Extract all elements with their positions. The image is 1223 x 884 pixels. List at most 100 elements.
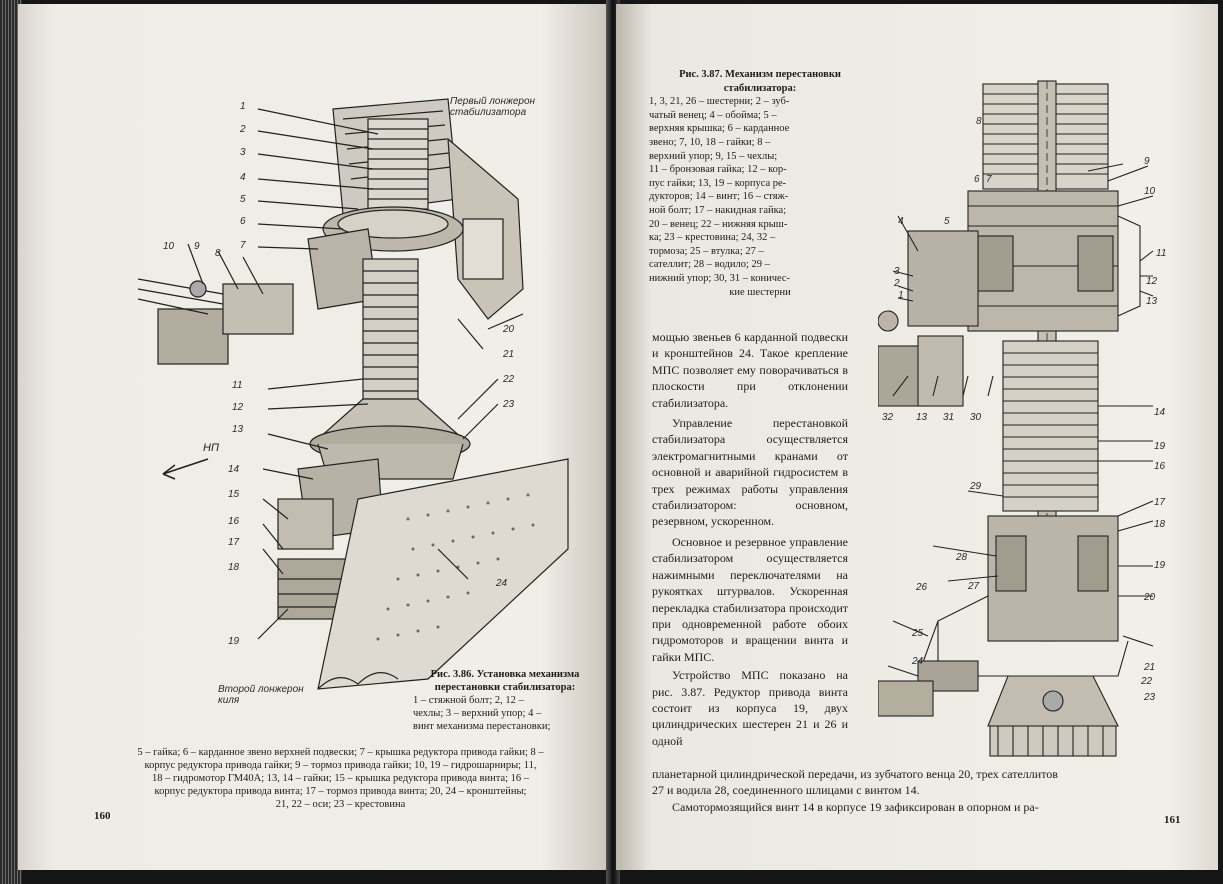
figure-3-86-drawing [137, 98, 569, 690]
callout: 15 [228, 489, 240, 500]
callout: 31 [943, 412, 955, 423]
callout: 8 [215, 248, 221, 259]
callout: 12 [232, 402, 244, 413]
callout: 13 [916, 412, 928, 423]
callout: 14 [1154, 407, 1166, 418]
callout: 20 [1144, 592, 1156, 603]
caption-line: винт механизма перестановки; [413, 721, 551, 732]
text-line: 27 и водила 28, соединенного шлицами с в… [652, 783, 920, 798]
caption-line: ка; 23 – крестовина; 24, 32 – [649, 232, 776, 244]
caption-line: 18 – гидромотор ГМ40А; 13, 14 – гайки; 1… [151, 773, 530, 784]
callout: 5 [944, 216, 950, 227]
caption-line: звено; 7, 10, 18 – гайки; 8 – [649, 136, 771, 148]
callout: 7 [986, 174, 992, 185]
paragraph: Основное и резервное управление стабилиз… [652, 534, 848, 664]
caption-line: верхний упор; 9, 15 – чехлы; [649, 150, 778, 162]
caption-line: сателлит; 28 – водило; 29 – [649, 259, 770, 271]
figure-3-87-caption: Рис. 3.87. Механизм перестановки стабили… [649, 68, 871, 299]
caption-line: чехлы; 3 – верхний упор; 4 – [413, 708, 542, 719]
callout: 2 [894, 278, 900, 289]
callout: 28 [956, 552, 968, 563]
callout: 8 [976, 116, 982, 127]
caption-line: 1 – стяжной болт; 2, 12 – [413, 695, 524, 706]
caption-title: Рис. 3.86. Установка механизма перестано… [430, 669, 580, 693]
caption-line: 21, 22 – оси; 23 – крестовина [275, 799, 406, 810]
caption-line: чатый венец; 4 – обойма; 5 – [649, 109, 777, 121]
direction-label: НП [203, 442, 219, 454]
callout: 24 [912, 656, 924, 667]
body-text-wide: планетарной цилиндрической передачи, из … [652, 766, 1182, 815]
callout: 21 [503, 349, 515, 360]
callout: 4 [240, 172, 246, 183]
callout: 2 [240, 124, 246, 135]
figure-3-86-caption: Рис. 3.86. Установка механизма перестано… [413, 668, 597, 733]
caption-line: тормоза; 25 – втулка; 27 – [649, 245, 764, 257]
caption-line: 11 – бронзовая гайка; 12 – кор- [649, 164, 787, 176]
callout: 1 [240, 101, 246, 112]
callout: 11 [1156, 248, 1167, 259]
callout: 27 [968, 581, 980, 592]
caption-line: верхняя крышка; 6 – карданное [649, 123, 790, 135]
left-page: Первый лонжерон стабилизатора Второй лон… [18, 4, 612, 870]
callout: 6 [240, 216, 246, 227]
page-stack-edge [0, 0, 22, 884]
caption-line: ной болт; 17 – накидная гайка; [649, 204, 787, 216]
callout: 23 [1144, 692, 1156, 703]
callout: 14 [228, 464, 240, 475]
paragraph: Управление перестановкой стабилизатора о… [652, 416, 848, 529]
paragraph: мощью звеньев 6 карданной подвески и кро… [652, 330, 848, 410]
callout: 9 [194, 241, 200, 252]
callout: 9 [1144, 156, 1150, 167]
caption-line: нижний упор; 30, 31 – коничес- [649, 272, 791, 284]
caption-line: корпус редуктора привода гайки; 9 – торм… [144, 760, 537, 771]
callout: 24 [496, 578, 508, 589]
callout: 19 [228, 636, 240, 647]
callout: 17 [228, 537, 240, 548]
callout: 13 [1146, 296, 1158, 307]
page-number-left: 160 [94, 810, 111, 822]
caption-line: 5 – гайка; 6 – карданное звено верхней п… [137, 747, 544, 758]
callout: 19 [1154, 560, 1166, 571]
caption-line: пус гайки; 13, 19 – корпуса ре- [649, 177, 787, 189]
caption-line: корпус редуктора привода винта; 17 – тор… [154, 786, 527, 797]
body-text-column: мощью звеньев 6 карданной подвески и кро… [652, 329, 848, 749]
callout: 22 [503, 374, 515, 385]
callout: 5 [240, 194, 246, 205]
callout: 22 [1141, 676, 1153, 687]
text-line: Самотормозящийся винт 14 в корпусе 19 за… [672, 799, 1039, 814]
paragraph: Устройство МПС показано на рис. 3.87. Ре… [652, 668, 848, 748]
callout: 1 [898, 290, 904, 301]
callout: 21 [1144, 662, 1156, 673]
callout: 18 [1154, 519, 1166, 530]
callout: 18 [228, 562, 240, 573]
figure-3-86-caption-wide: 5 – гайка; 6 – карданное звено верхней п… [83, 746, 598, 811]
right-page: Рис. 3.87. Механизм перестановки стабили… [616, 4, 1218, 870]
callout: 3 [894, 266, 900, 277]
callout: 3 [240, 147, 246, 158]
figure-label-top: Первый лонжерон стабилизатора [450, 96, 536, 118]
callout: 10 [163, 241, 175, 252]
callout: 26 [916, 582, 928, 593]
callout: 17 [1154, 497, 1166, 508]
callout: 4 [898, 216, 904, 227]
callout: 12 [1146, 276, 1158, 287]
callout: 23 [503, 399, 515, 410]
figure-label-bottom: Второй лонжерон киля [218, 684, 304, 706]
caption-line: 1, 3, 21, 26 – шестерни; 2 – зуб- [649, 96, 790, 108]
callout: 32 [882, 412, 894, 423]
callout: 16 [1154, 461, 1166, 472]
page-number-right: 161 [1164, 814, 1181, 826]
callout: 11 [232, 380, 243, 391]
callout: 19 [1154, 441, 1166, 452]
caption-line: кие шестерни [729, 286, 791, 298]
caption-line: дукторов; 14 – винт; 16 – стяж- [649, 191, 789, 203]
callout: 16 [228, 516, 240, 527]
callout: 7 [240, 240, 246, 251]
callout: 20 [503, 324, 515, 335]
caption-line: 20 – венец; 22 – нижняя крыш- [649, 218, 788, 230]
figure-3-87-drawing [878, 80, 1154, 757]
callout: 10 [1144, 186, 1156, 197]
caption-title: Рис. 3.87. Механизм перестановки стабили… [679, 69, 841, 94]
callout: 13 [232, 424, 244, 435]
